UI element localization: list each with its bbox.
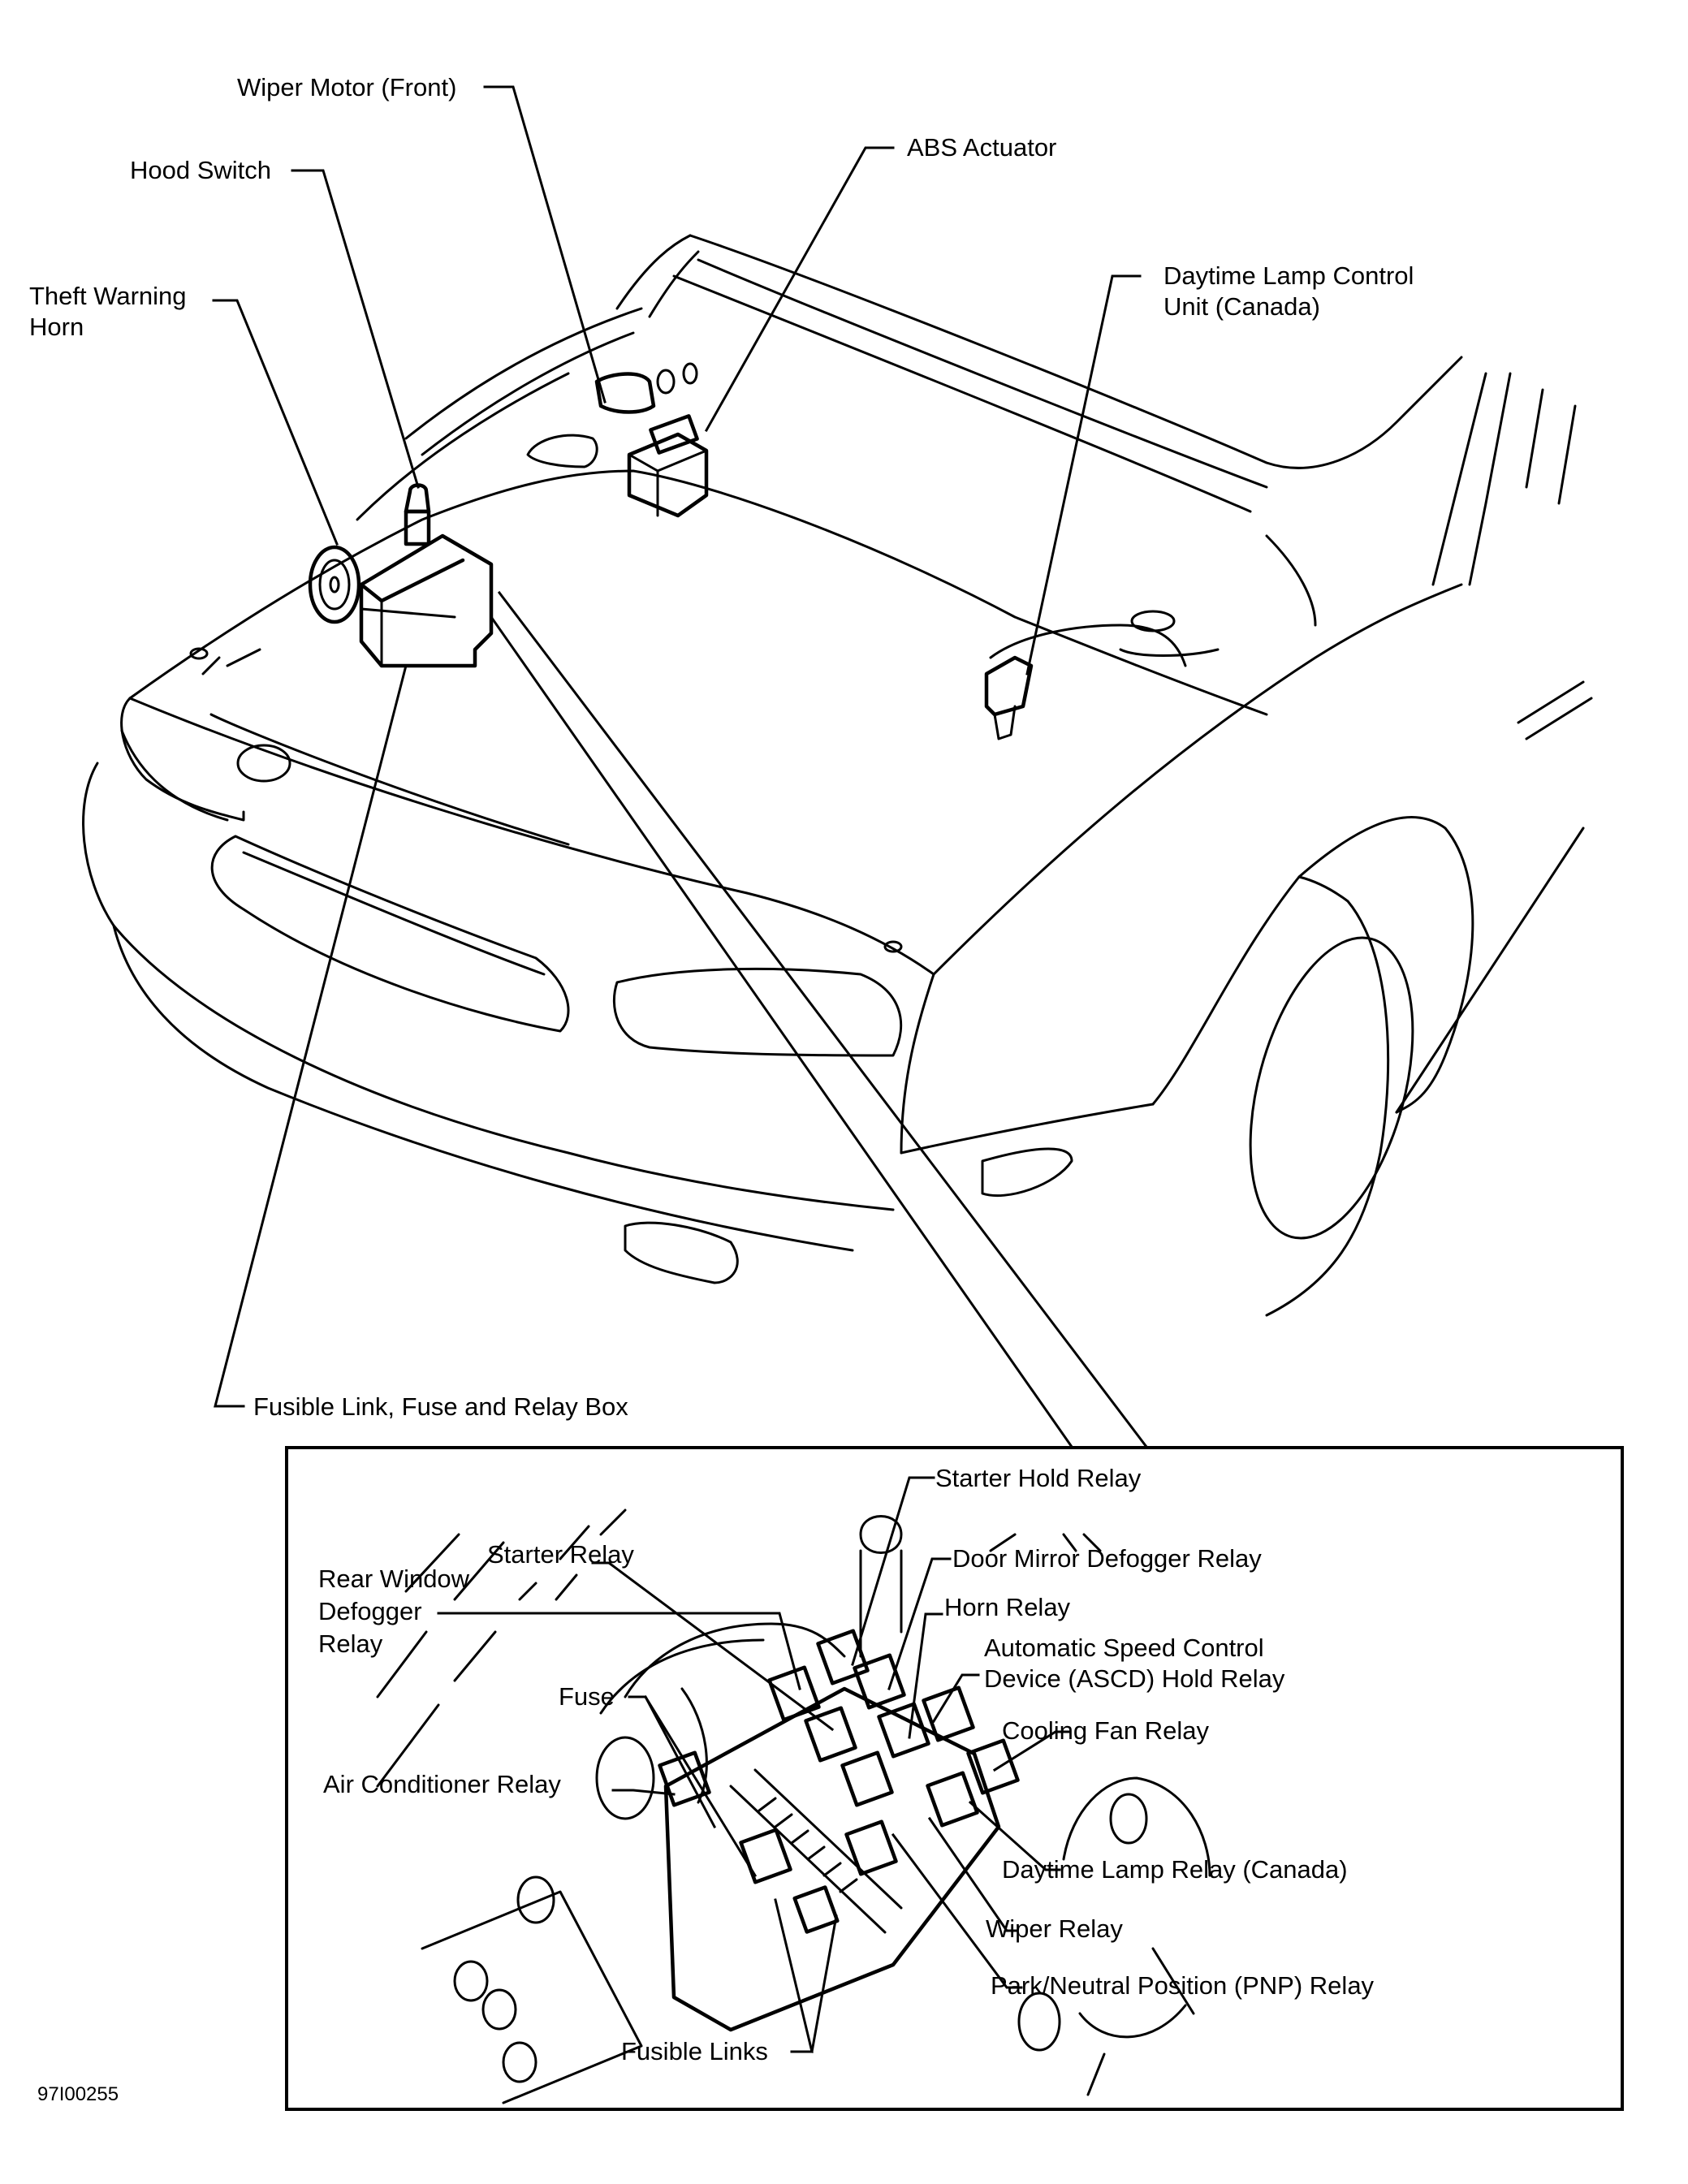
leader-starter-relay [591,1561,835,1732]
label-door-mirror-defogger-relay: Door Mirror Defogger Relay [952,1544,1262,1573]
label-ascd-line1: Automatic Speed Control [984,1634,1264,1662]
leader-fusible-links [774,1898,814,2053]
label-relay-box: Fusible Link, Fuse and Relay Box [253,1392,628,1421]
label-wiper-motor: Wiper Motor (Front) [237,73,456,101]
label-abs-actuator: ABS Actuator [907,133,1056,162]
label-pnp-relay: Park/Neutral Position (PNP) Relay [991,1971,1375,2000]
label-horn-relay: Horn Relay [944,1593,1071,1621]
label-fuse: Fuse [559,1682,615,1711]
inset-leader-lines [437,1476,1072,2053]
theft-warning-horn-graphic [308,545,361,624]
leader-fusible-links-2 [810,1914,838,2053]
label-theft-warning-line2: Horn [29,313,84,341]
component-illustrations [308,362,1034,740]
label-rear-window-line3: Relay [318,1629,383,1658]
leader-wiper-relay [927,1816,1018,1932]
leader-theft-warning-horn [212,299,339,546]
leader-rear-window-defogger [437,1612,801,1690]
daytime-lamp-control-unit-graphic [984,655,1034,740]
relay-box-graphic [359,533,494,668]
leader-cooling-fan-relay [992,1730,1072,1772]
leader-door-mirror-defogger [887,1557,952,1690]
label-daytime-lamp-relay: Daytime Lamp Relay (Canada) [1002,1855,1348,1884]
leader-pnp-relay [891,1832,1023,1989]
leader-ascd-hold-relay [931,1673,980,1724]
label-rear-window-line2: Defogger [318,1597,422,1625]
label-starter-hold-relay: Starter Hold Relay [935,1464,1142,1492]
label-starter-relay: Starter Relay [487,1540,634,1569]
wiper-motor-graphic [594,362,698,414]
leader-daytime-lamp-control [1025,274,1142,675]
label-rear-window-line1: Rear Window [318,1565,470,1593]
hood-switch-graphic [404,483,431,546]
leader-horn-relay [908,1612,943,1739]
leader-relay-box [214,664,408,1408]
label-daytime-lamp-control-line2: Unit (Canada) [1163,292,1320,321]
leader-wiper-motor [483,85,607,404]
leader-abs-actuator [704,146,895,433]
leader-hood-switch [291,169,420,489]
inset-labels: Starter Hold Relay Starter Relay Door Mi… [318,1464,1375,2065]
label-wiper-relay: Wiper Relay [986,1914,1123,1943]
label-daytime-lamp-control-line1: Daytime Lamp Control [1163,261,1414,290]
inset-illustration [376,1509,1211,2104]
car-illustration [82,234,1593,1317]
inset-frame [285,1446,1624,2111]
leader-inset-left [489,615,1074,1449]
leader-inset-right [497,590,1149,1449]
leader-fuse-2 [643,1694,717,1829]
label-ascd-line2: Device (ASCD) Hold Relay [984,1664,1285,1693]
leader-air-conditioner-relay [611,1789,676,1796]
leader-starter-hold-relay [851,1476,935,1666]
label-air-conditioner-relay: Air Conditioner Relay [323,1770,561,1798]
label-hood-switch: Hood Switch [130,156,271,184]
main-labels: Wiper Motor (Front) ABS Actuator Hood Sw… [29,73,1414,1421]
label-fusible-links: Fusible Links [621,2037,768,2065]
leader-daytime-lamp-relay [968,1800,1061,1871]
main-leader-lines [212,85,1149,1449]
abs-actuator-graphic [627,414,709,518]
figure-code: 97I00255 [37,2083,119,2105]
label-cooling-fan-relay: Cooling Fan Relay [1002,1716,1210,1745]
label-theft-warning-line1: Theft Warning [29,282,187,310]
